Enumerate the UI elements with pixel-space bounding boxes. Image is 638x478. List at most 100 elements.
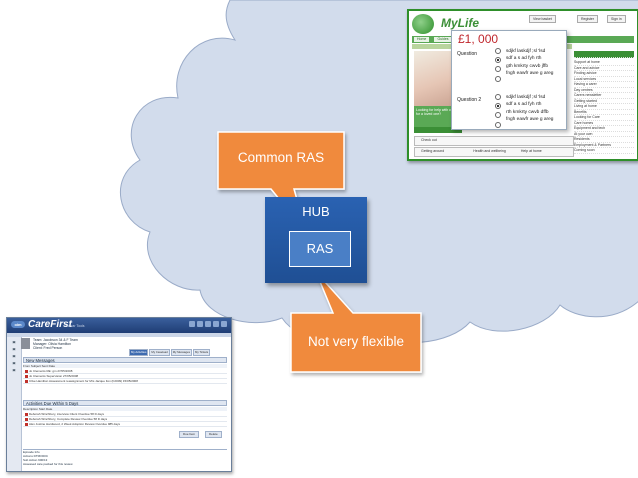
check-out-link[interactable]: Check out <box>421 138 437 142</box>
flag-icon <box>25 422 28 426</box>
right-link[interactable]: Support at home <box>574 60 634 66</box>
sidebar-icon[interactable]: ▣ <box>12 361 16 365</box>
not-flexible-callout <box>290 271 422 373</box>
option-label: gth kmkrty cwvb jffb <box>506 63 549 69</box>
question-1-options: sdjkf laskdjf ;sl 'lsd sdf a s ad fyh rt… <box>506 48 553 77</box>
option-label: fngh eawfr awe g areg <box>506 70 554 76</box>
mylife-logo-icon <box>412 14 434 34</box>
carefirst-subbar <box>7 333 231 337</box>
sidebar-icon[interactable]: ▣ <box>12 347 16 351</box>
radio-button[interactable] <box>495 121 501 128</box>
carefirst-menu[interactable]: Toolbar Tools <box>64 324 85 328</box>
option-label: sdjkf laskdjf ;sl 'lsd <box>506 49 546 54</box>
health-wellbeing-link[interactable]: Health and wellbeing <box>473 149 506 153</box>
carefirst-title: CareFirst <box>28 319 72 330</box>
tab-my-messages[interactable]: My Messages <box>170 349 192 356</box>
option-label: rth kmkrty cwvb dffb <box>506 109 549 115</box>
ras-box: RAS <box>289 231 351 267</box>
mylife-promo[interactable]: Looking for help with caring for a loved… <box>414 106 462 128</box>
sign-in-button[interactable]: Sign in <box>607 15 626 23</box>
message-row[interactable]: Jo Clements Supervision 27/05/2008 <box>23 374 227 379</box>
right-links-header <box>574 51 634 58</box>
question-2-radios <box>495 94 501 131</box>
sidebar-icon[interactable]: ▣ <box>12 354 16 358</box>
tab-my-tickets[interactable]: My Tickets <box>192 349 211 356</box>
right-link[interactable]: At your own <box>574 132 634 137</box>
episode-panel: Episode Info Actions DTMO00C Sub Action … <box>23 449 227 471</box>
episode-line: Episode Info <box>23 450 40 454</box>
activities-column-header: Description Start Date <box>23 407 227 411</box>
tab-my-activities[interactable]: My Activities <box>129 349 149 356</box>
carefirst-screenshot: oim CareFirst Toolbar Tools ▣ ▣ ▣ ▣ ▣ Te… <box>6 317 232 472</box>
option-label: sdjkf laskdjf ;sl 'lsd <box>506 95 546 100</box>
flag-icon <box>25 374 28 378</box>
toolbar-icon[interactable] <box>189 321 195 327</box>
right-link[interactable]: Benefits <box>574 110 634 115</box>
right-link[interactable]: Employment & Partners <box>574 143 634 148</box>
right-link[interactable]: Coming soon <box>574 148 634 154</box>
right-link[interactable]: Care homes <box>574 121 634 126</box>
toolbar-icon[interactable] <box>197 321 203 327</box>
client-info: Team: Jacobson 34 & F Team Manager: Oliv… <box>33 338 78 350</box>
question-popup: £1, 000 Question sdjkf laskdjf ;sl 'lsd … <box>451 30 567 130</box>
not-flexible-callout-text: Not very flexible <box>307 334 405 349</box>
nav-home[interactable]: Home <box>414 37 430 42</box>
radio-button[interactable] <box>495 66 501 73</box>
toolbar-icon[interactable] <box>213 321 219 327</box>
episode-line: Sub Action 900/13 <box>23 458 48 462</box>
nav-guides[interactable]: Guides <box>434 37 452 42</box>
question-2-options: sdjkf laskdjf ;sl 'lsd sdf a s ad fyh rt… <box>506 94 553 123</box>
right-link[interactable]: Local services <box>574 77 634 82</box>
activity-row[interactable]: Deborah Winchbury, Complete Review Overd… <box>23 417 227 422</box>
right-link[interactable]: Getting started <box>574 99 634 104</box>
right-link[interactable]: Living at home <box>574 104 634 110</box>
option-label: fngh eawfr awe g areg <box>506 116 554 122</box>
right-link[interactable]: Having a carer <box>574 82 634 88</box>
radio-button[interactable] <box>495 112 501 119</box>
message-row[interactable]: Clive Hamilton Assessment reassignment f… <box>23 379 227 384</box>
register-button[interactable]: Register <box>577 15 599 23</box>
right-link[interactable]: Looking for Care <box>574 115 634 121</box>
activity-row[interactable]: Deborah Winchbury, interview Client Over… <box>23 412 227 417</box>
radio-button-selected[interactable] <box>495 57 501 64</box>
activities-section-header[interactable]: Activities Due Within 5 Days <box>23 400 227 406</box>
messages-column-header: From Subject Sent Date <box>23 364 227 368</box>
right-link[interactable]: Equipment and tech <box>574 126 634 132</box>
flag-icon <box>25 379 28 383</box>
info-line: Manager: Olivia Hamilton <box>33 342 72 346</box>
mylife-button-row-2: Getting around Health and wellbeing Help… <box>414 147 574 157</box>
help-at-home-link[interactable]: Help at home <box>520 149 542 153</box>
activity-row[interactable]: Alex Justine Hardwood, 2 Week Adoption R… <box>23 422 227 427</box>
due-item-button[interactable]: Due Item <box>179 431 200 438</box>
message-row[interactable]: Jo Clements RE: gm 27/05/2008 <box>23 369 227 374</box>
right-link[interactable]: Carers newsletter <box>574 93 634 99</box>
flag-icon <box>25 369 28 373</box>
mylife-promo-bar <box>414 127 462 133</box>
delete-button[interactable]: Delete <box>205 431 222 438</box>
option-label: sdf a s ad fyh rth <box>506 102 542 108</box>
tab-my-caseload[interactable]: My Caseload <box>149 349 170 356</box>
right-link[interactable]: Residents <box>574 137 634 143</box>
toolbar-icon[interactable] <box>205 321 211 327</box>
toolbar-icon[interactable] <box>221 321 227 327</box>
price-label: £1, 000 <box>458 32 499 46</box>
right-link[interactable]: Care and advice <box>574 66 634 71</box>
info-line: Client: Fred Person <box>33 346 63 350</box>
carefirst-badge: oim <box>11 321 25 328</box>
question-1-radios <box>495 48 501 85</box>
radio-button-selected[interactable] <box>495 103 501 110</box>
radio-button[interactable] <box>495 48 501 54</box>
view-basket-button[interactable]: View basket <box>529 15 556 23</box>
right-link[interactable]: Finding advice <box>574 71 634 77</box>
mylife-button-row: Check out <box>414 136 574 146</box>
option-label: sdf a s ad fyh rth <box>506 56 542 62</box>
messages-section-header[interactable]: New Messages <box>23 357 227 363</box>
sidebar-icon[interactable]: ▣ <box>12 368 16 372</box>
hub-label: HUB <box>302 204 330 219</box>
getting-around-link[interactable]: Getting around <box>421 149 445 153</box>
sidebar-icon[interactable]: ▣ <box>12 340 16 344</box>
radio-button[interactable] <box>495 94 501 100</box>
right-link[interactable]: Day centres <box>574 88 634 93</box>
radio-button[interactable] <box>495 75 501 82</box>
